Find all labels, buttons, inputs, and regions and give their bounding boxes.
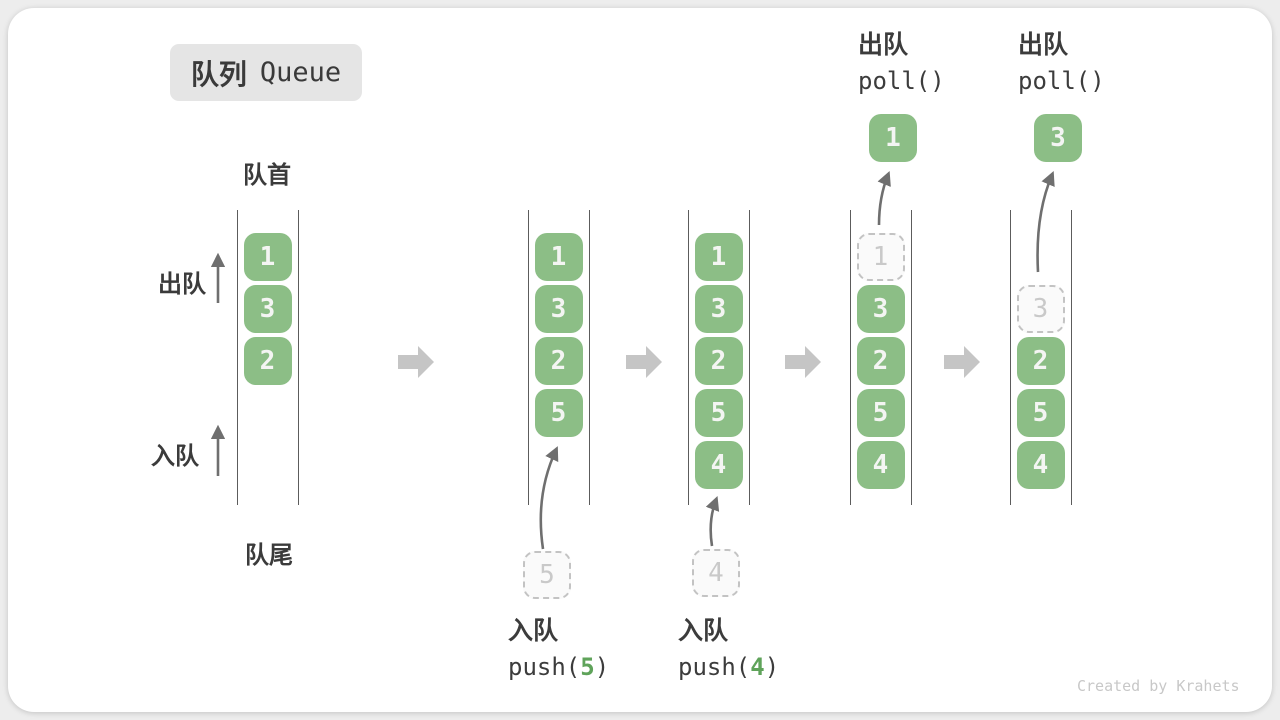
queue-cell: 2 bbox=[534, 337, 583, 385]
op-zh-label: 出队 bbox=[1018, 31, 1069, 59]
op-zh-label: 入队 bbox=[678, 617, 729, 645]
queue-cell-dashed: 3 bbox=[1016, 285, 1065, 333]
queue-cell: 3 bbox=[694, 285, 743, 333]
queue-cell-dashed: 1 bbox=[856, 233, 905, 281]
queue-cell: 2 bbox=[694, 337, 743, 385]
queue-cell: 5 bbox=[1016, 389, 1065, 437]
rear-label: 队尾 bbox=[245, 542, 293, 569]
queue-cell: 1 bbox=[694, 233, 743, 281]
op-code-label: push(5) bbox=[508, 653, 610, 681]
op-label-push-2: 入队 push(4) bbox=[678, 617, 779, 680]
queue-cell: 2 bbox=[856, 337, 905, 385]
queue-state-1: 1 3 2 bbox=[237, 210, 299, 505]
queue-state-2: 1 3 2 5 bbox=[528, 210, 590, 505]
queue-cell: 3 bbox=[856, 285, 905, 333]
queue-cell: 3 bbox=[534, 285, 583, 333]
queue-cell: 2 bbox=[1016, 337, 1065, 385]
side-enqueue-label: 入队 bbox=[151, 443, 199, 470]
queue-state-4: 1 3 2 5 4 bbox=[850, 210, 912, 505]
diagram-card bbox=[8, 8, 1272, 712]
op-arg: 5 bbox=[580, 653, 595, 681]
queue-cell: 4 bbox=[694, 441, 743, 489]
title-en: Queue bbox=[259, 57, 342, 88]
pending-value-box: 4 bbox=[692, 549, 740, 597]
op-label-poll-1: 出队 poll() bbox=[858, 31, 945, 94]
op-arg: 4 bbox=[750, 653, 765, 681]
side-dequeue-label: 出队 bbox=[158, 271, 206, 298]
op-label-poll-2: 出队 poll() bbox=[1018, 31, 1105, 94]
op-code-label: poll() bbox=[858, 67, 945, 95]
pending-value-box: 5 bbox=[523, 551, 571, 599]
queue-cell: 5 bbox=[856, 389, 905, 437]
queue-cell: 5 bbox=[534, 389, 583, 437]
queue-cell: 3 bbox=[243, 285, 292, 333]
op-label-push-1: 入队 push(5) bbox=[508, 617, 609, 680]
watermark: Created by Krahets bbox=[1077, 677, 1240, 695]
op-zh-label: 入队 bbox=[508, 617, 559, 645]
queue-state-3: 1 3 2 5 4 bbox=[688, 210, 750, 505]
polled-value-box: 3 bbox=[1034, 114, 1082, 162]
queue-cell: 4 bbox=[1016, 441, 1065, 489]
front-label: 队首 bbox=[243, 162, 291, 189]
queue-state-5: 3 2 5 4 bbox=[1010, 210, 1072, 505]
queue-cell: 1 bbox=[243, 233, 292, 281]
op-zh-label: 出队 bbox=[858, 31, 909, 59]
queue-cell: 5 bbox=[694, 389, 743, 437]
title-badge: 队列 Queue bbox=[170, 44, 362, 101]
op-code-label: push(4) bbox=[678, 653, 780, 681]
queue-cell: 1 bbox=[534, 233, 583, 281]
queue-cell: 4 bbox=[856, 441, 905, 489]
polled-value-box: 1 bbox=[869, 114, 917, 162]
title-zh: 队列 bbox=[190, 58, 247, 90]
queue-cell: 2 bbox=[243, 337, 292, 385]
op-code-label: poll() bbox=[1018, 67, 1105, 95]
